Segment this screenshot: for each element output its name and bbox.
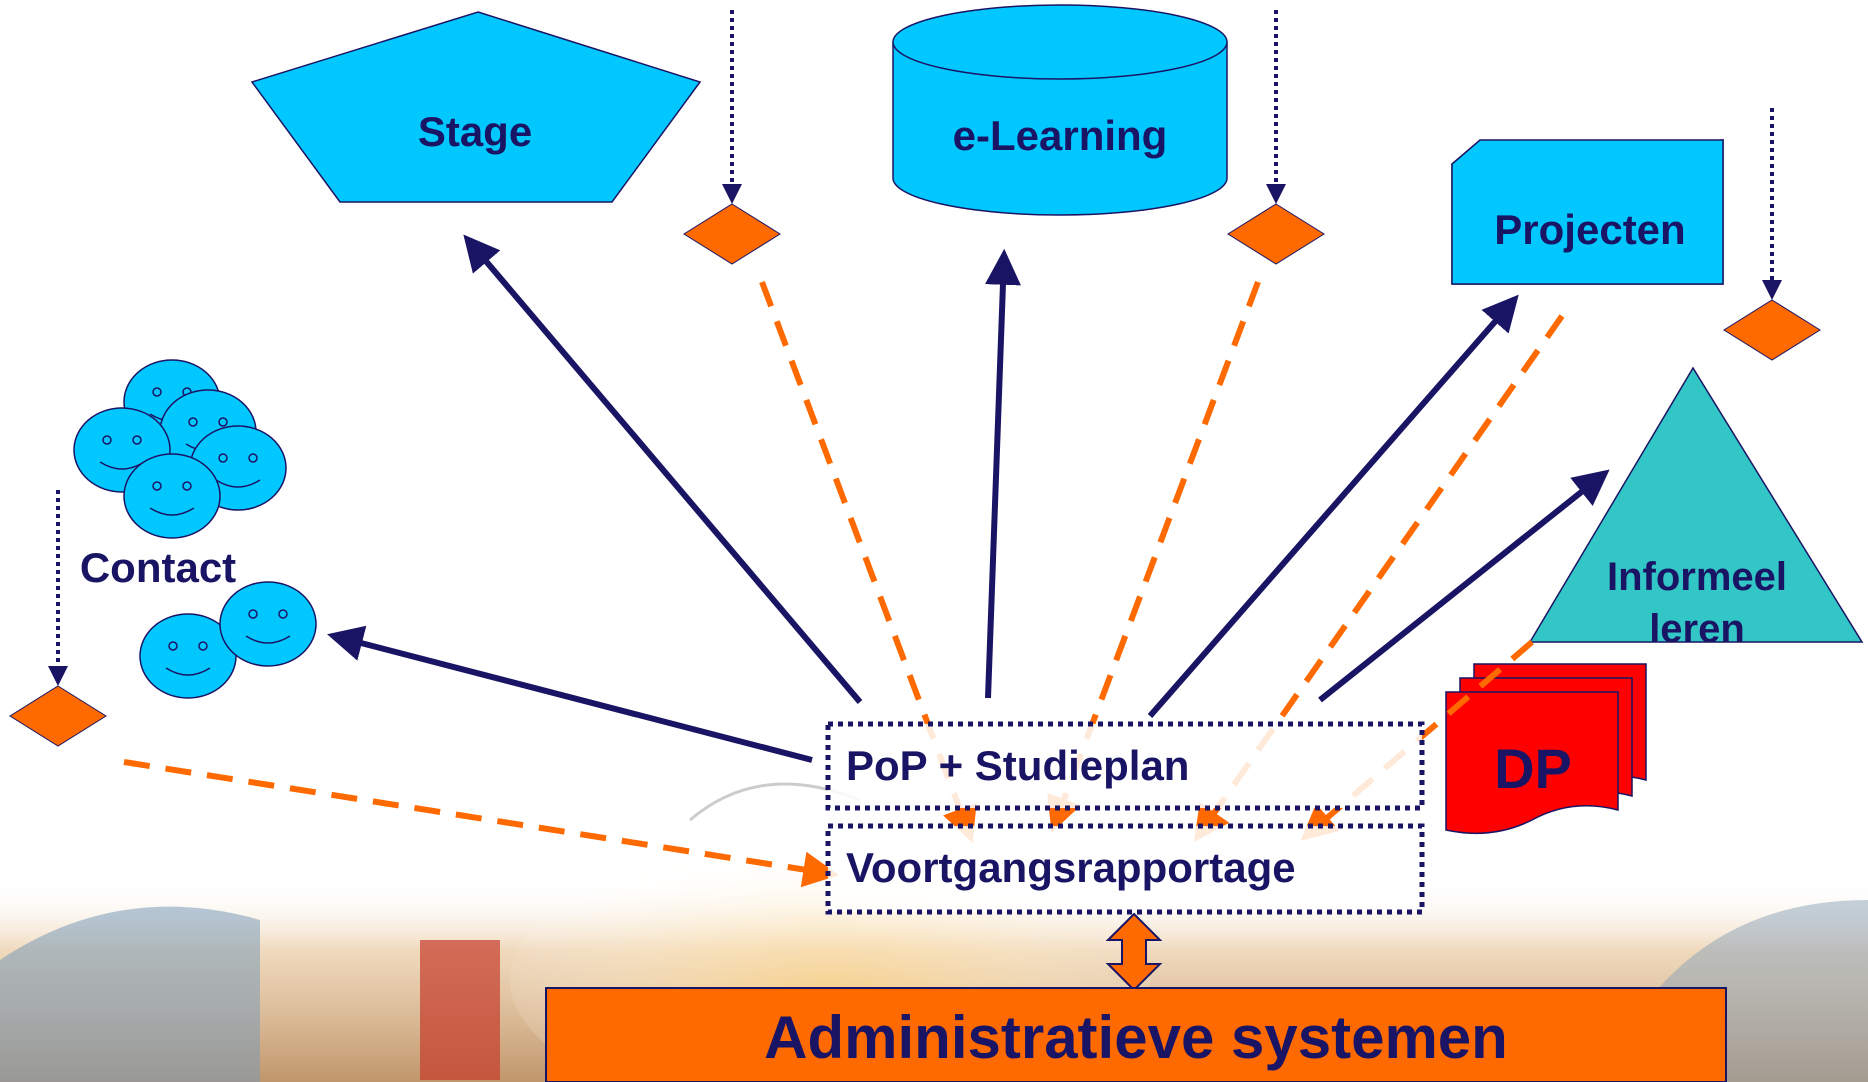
informeel-label-line1: Informeel — [1607, 555, 1787, 599]
voortgang-label: Voortgangsrapportage — [846, 844, 1296, 891]
elearning-node: e-Learning — [892, 4, 1228, 216]
stage-node: Stage — [250, 11, 702, 203]
dp-node: DP — [1445, 663, 1647, 835]
projecten-label: Projecten — [1494, 206, 1685, 253]
smiley-icon — [123, 453, 221, 539]
admin-label: Administratieve systemen — [764, 1004, 1508, 1071]
dotted-input-arrows — [48, 10, 1782, 686]
arrow-to-informeel — [1318, 469, 1610, 703]
diamond-markers — [9, 203, 1821, 747]
dashed-arrow-stage — [759, 280, 977, 843]
arrow-to-stage — [463, 234, 863, 704]
dp-label: DP — [1494, 737, 1572, 800]
arrow-to-elearning — [984, 248, 1021, 699]
contact-label: Contact — [80, 544, 236, 591]
navy-arrows — [327, 234, 1610, 763]
smiley-icon — [139, 613, 237, 699]
diamond-marker-stage — [683, 203, 781, 265]
informeel-label-line2: leren — [1649, 607, 1745, 651]
dashed-arrow-contact — [123, 759, 840, 888]
diamond-marker-elearning — [1227, 203, 1325, 265]
smiley-icon — [219, 581, 317, 667]
arrow-to-projecten — [1147, 294, 1519, 718]
pop-studieplan-box: PoP + Studieplan — [825, 721, 1425, 811]
diamond-marker-contact — [9, 685, 107, 747]
arrow-to-contact — [327, 625, 813, 763]
contact-node: Contact — [73, 359, 317, 699]
projecten-node: Projecten — [1451, 139, 1724, 285]
voortgangsrapportage-box: Voortgangsrapportage — [825, 823, 1425, 915]
pop-label: PoP + Studieplan — [846, 742, 1189, 789]
stage-label: Stage — [418, 108, 532, 155]
diamond-marker-informeel — [1723, 299, 1821, 361]
elearning-label: e-Learning — [953, 112, 1168, 159]
administratieve-systemen-box: Administratieve systemen — [545, 987, 1727, 1082]
informeel-leren-node: Informeel leren — [1528, 366, 1864, 651]
